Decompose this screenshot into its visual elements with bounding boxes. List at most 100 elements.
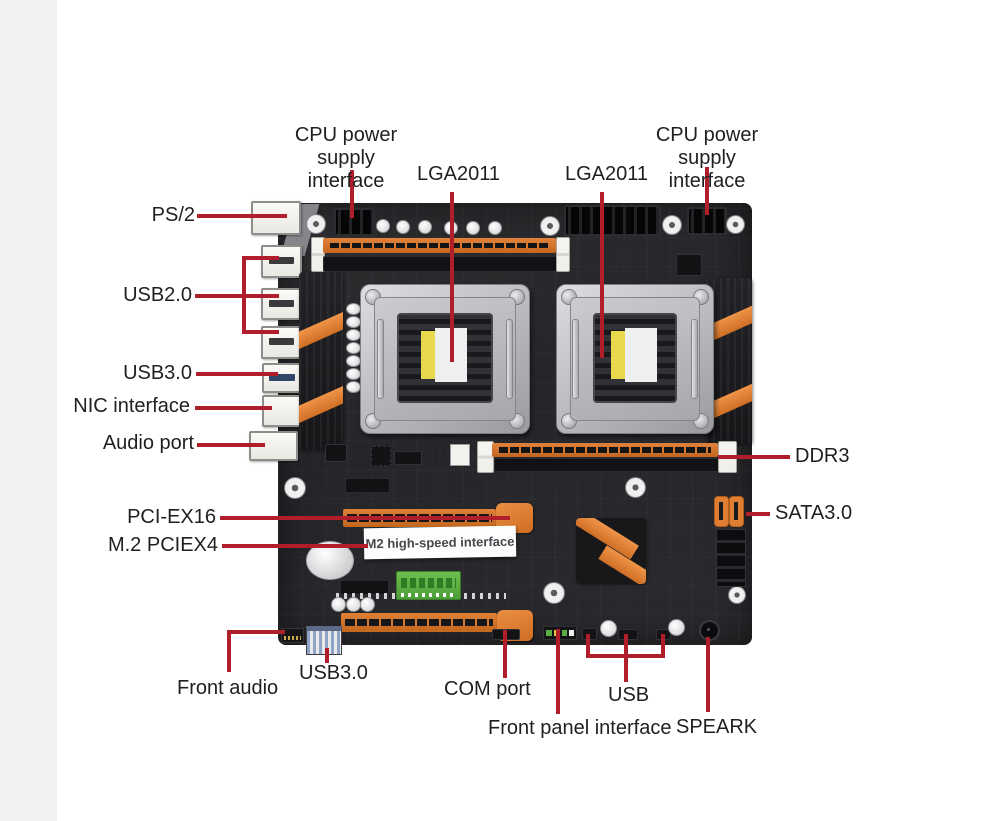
dimm-latch [477, 441, 494, 473]
left-gray-strip [0, 0, 57, 821]
annotation-line-ddr3 [718, 455, 790, 459]
label-lga2011-left: LGA2011 [417, 163, 501, 185]
annotation-line-cpu-power-left [350, 170, 354, 218]
label-speark: SPEARK [676, 716, 758, 738]
capacitor [418, 220, 432, 234]
capacitor [346, 355, 361, 367]
screw-hole [728, 586, 746, 604]
capacitor [396, 220, 410, 234]
pcie-x16-slot-2 [341, 613, 497, 632]
io-ps2-port [251, 201, 301, 235]
annotation-line-pciex16 [220, 516, 510, 520]
label-sata30: SATA3.0 [775, 502, 853, 524]
chipset-heatsink [576, 518, 646, 584]
cpu-power-connector-left [334, 208, 375, 236]
dome-capacitor [600, 620, 617, 637]
label-com-port: COM port [444, 678, 531, 700]
dome-capacitor [668, 619, 685, 636]
label-pci-ex16: PCI-EX16 [127, 506, 216, 528]
ic-chip [325, 444, 347, 462]
annotation-bracket-usb-3 [661, 634, 665, 658]
annotation-bracket-usb20 [242, 256, 246, 334]
m2-sticker-text: M2 high-speed interface [365, 533, 515, 552]
label-m2-pciex4: M.2 PCIEX4 [107, 534, 218, 556]
front-panel-header [543, 626, 577, 640]
annotation-bracket-usb-2 [624, 634, 628, 658]
dimm-latch [311, 237, 325, 272]
label-cpu-power-right: CPU power supply interface [655, 124, 759, 192]
capacitor [466, 221, 480, 235]
capacitor [346, 329, 361, 341]
screw-hole [543, 582, 565, 604]
sata3-port [714, 496, 729, 527]
label-usb30-bottom: USB3.0 [299, 662, 368, 684]
annotation-line-usb30-bottom [325, 648, 329, 663]
screw-hole [306, 214, 326, 234]
front-audio-header [281, 628, 304, 643]
annotation-line-front-audio-h [227, 630, 285, 634]
annotation-line-front-panel [556, 629, 560, 714]
screw-hole [662, 215, 682, 235]
capacitor [346, 342, 361, 354]
annotation-line-lga2011-right [600, 192, 604, 358]
screw-hole [625, 477, 646, 498]
annotation-line-audio [197, 443, 265, 447]
capacitor [346, 368, 361, 380]
sata-black-stack [716, 529, 746, 587]
annotation-line-usb30-left [196, 372, 278, 376]
label-nic: NIC interface [73, 395, 190, 417]
dimm-slot-orange-right [492, 443, 718, 457]
dimm-slot-black-right [494, 458, 722, 472]
annotation-line-m2 [222, 544, 368, 548]
m2-label-sticker: M2 high-speed interface [363, 525, 517, 560]
annotation-line-speark [706, 637, 710, 712]
annotation-line-sata [746, 512, 770, 516]
screw-hole [540, 216, 560, 236]
usb-pin-header [618, 629, 638, 640]
sata3-port [729, 496, 744, 527]
label-ddr3: DDR3 [795, 445, 850, 467]
dimm-slot-orange-top [323, 238, 556, 253]
capacitor [376, 219, 390, 233]
annotation-bracket-usb20-bottom [242, 330, 279, 334]
label-front-panel: Front panel interface [488, 717, 672, 739]
label-front-audio: Front audio [177, 677, 279, 699]
label-usb30-left: USB3.0 [123, 362, 192, 384]
label-cpu-power-left: CPU power supply interface [294, 124, 398, 192]
screw-hole [284, 477, 306, 499]
qr-sticker [450, 444, 470, 466]
capacitor [346, 316, 361, 328]
vrm-heatsink-left [299, 272, 343, 450]
annotation-line-com [503, 630, 507, 678]
ic-chip [371, 446, 391, 466]
screw-hole [726, 215, 745, 234]
usb3-front-header [306, 626, 342, 655]
label-ps2: PS/2 [151, 204, 195, 226]
capacitor [346, 381, 361, 393]
annotation-line-ps2 [197, 214, 287, 218]
cpu-socket-left [360, 284, 530, 434]
io-nic-port [262, 395, 303, 427]
io-usb3-port [262, 363, 302, 393]
annotation-bracket-usb20-top [242, 256, 279, 260]
cpu-socket-right [556, 284, 714, 434]
capacitor [331, 597, 346, 612]
annotation-line-cpu-power-right [705, 167, 709, 215]
capacitor [346, 597, 361, 612]
capacitor [346, 303, 361, 315]
annotation-line-nic [195, 406, 272, 410]
io-usb2-port-1 [261, 245, 302, 278]
ic-chip [394, 451, 422, 465]
label-lga2011-right: LGA2011 [565, 163, 649, 185]
pcie-x1-slot [345, 478, 390, 493]
annotation-line-front-audio-v [227, 630, 231, 672]
m2-header-green [396, 571, 461, 600]
label-usb: USB [608, 684, 650, 706]
annotation-line-lga2011-left [450, 192, 454, 362]
capacitor [488, 221, 502, 235]
label-audio-port: Audio port [102, 432, 194, 454]
annotation-bracket-usb-1 [586, 634, 590, 658]
annotation-line-usb20 [195, 294, 279, 298]
io-usb2-port-2 [261, 288, 302, 320]
